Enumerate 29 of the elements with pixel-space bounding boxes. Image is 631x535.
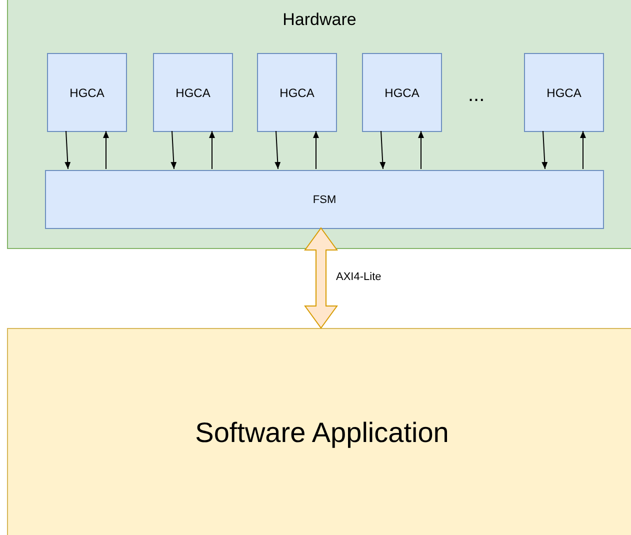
box-label: HGCA [70, 86, 104, 100]
arrow [542, 130, 548, 170]
process-box [362, 53, 442, 132]
process-box [153, 53, 233, 132]
double-arrow [304, 227, 338, 329]
arrow [170, 130, 177, 170]
process-box [45, 170, 604, 229]
application-box [7, 328, 631, 535]
arrow [64, 130, 71, 170]
arrow [313, 130, 319, 170]
ellipsis-label: ... [468, 84, 485, 107]
process-box [47, 53, 127, 132]
box-label: HGCA [176, 86, 210, 100]
box-label: HGCA [546, 86, 582, 100]
arrow [418, 130, 424, 170]
container-title: Hardware [282, 10, 356, 30]
process-box [524, 53, 604, 132]
arrow [209, 130, 215, 170]
box-label: HGCA [280, 86, 314, 100]
process-box [257, 53, 337, 132]
box-label: HGCA [384, 86, 420, 100]
arrow [274, 130, 281, 170]
arrow [580, 130, 586, 170]
box-label: Software Application [195, 417, 449, 449]
container-box [7, 0, 631, 249]
arrow [380, 130, 386, 170]
box-label: FSM [312, 194, 336, 206]
arrow [103, 130, 109, 170]
edge-label: AXI4-Lite [335, 271, 382, 283]
